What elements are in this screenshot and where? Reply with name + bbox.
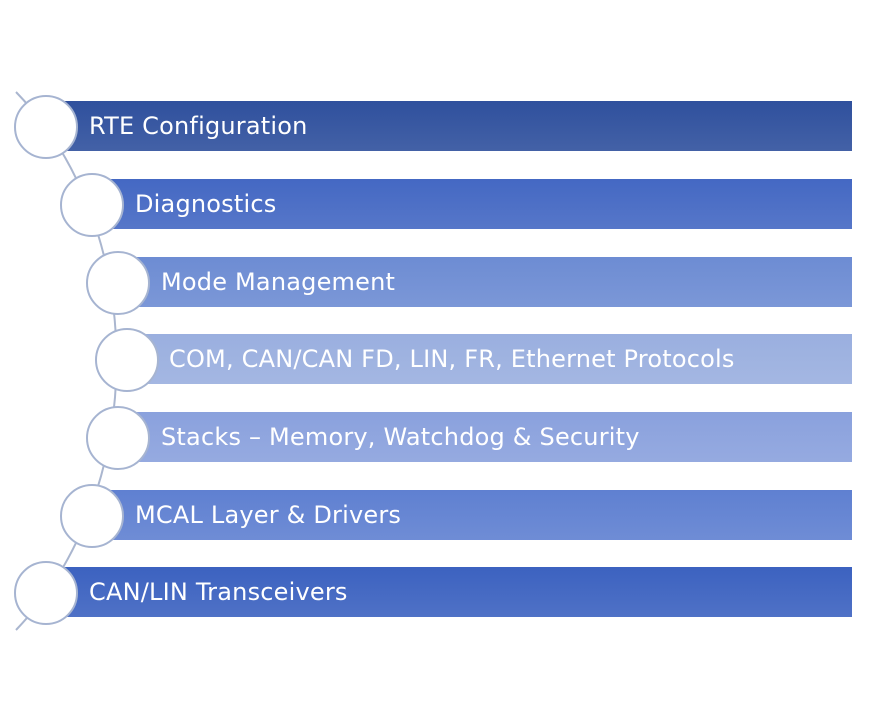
layer-label: MCAL Layer & Drivers xyxy=(135,501,402,529)
layer-circle xyxy=(95,328,159,392)
layer-bar-mcal: MCAL Layer & Drivers xyxy=(92,490,852,540)
layer-label: CAN/LIN Transceivers xyxy=(89,578,348,606)
layer-label: Stacks – Memory, Watchdog & Security xyxy=(161,423,640,451)
layer-label: RTE Configuration xyxy=(89,112,308,140)
layer-circle xyxy=(86,251,150,315)
layer-circle xyxy=(86,406,150,470)
layer-bar-rte-configuration: RTE Configuration xyxy=(46,101,852,151)
layer-label: Diagnostics xyxy=(135,190,277,218)
layer-label: COM, CAN/CAN FD, LIN, FR, Ethernet Proto… xyxy=(169,345,735,373)
layer-circle xyxy=(14,561,78,625)
layer-circle xyxy=(60,173,124,237)
layer-bar-transceivers: CAN/LIN Transceivers xyxy=(46,567,852,617)
layer-bar-protocols: COM, CAN/CAN FD, LIN, FR, Ethernet Proto… xyxy=(127,334,852,384)
layer-circle xyxy=(14,95,78,159)
layer-bar-stacks: Stacks – Memory, Watchdog & Security xyxy=(118,412,852,462)
layer-bar-mode-management: Mode Management xyxy=(118,257,852,307)
layer-label: Mode Management xyxy=(161,268,396,296)
layer-bar-diagnostics: Diagnostics xyxy=(92,179,852,229)
layer-circle xyxy=(60,484,124,548)
